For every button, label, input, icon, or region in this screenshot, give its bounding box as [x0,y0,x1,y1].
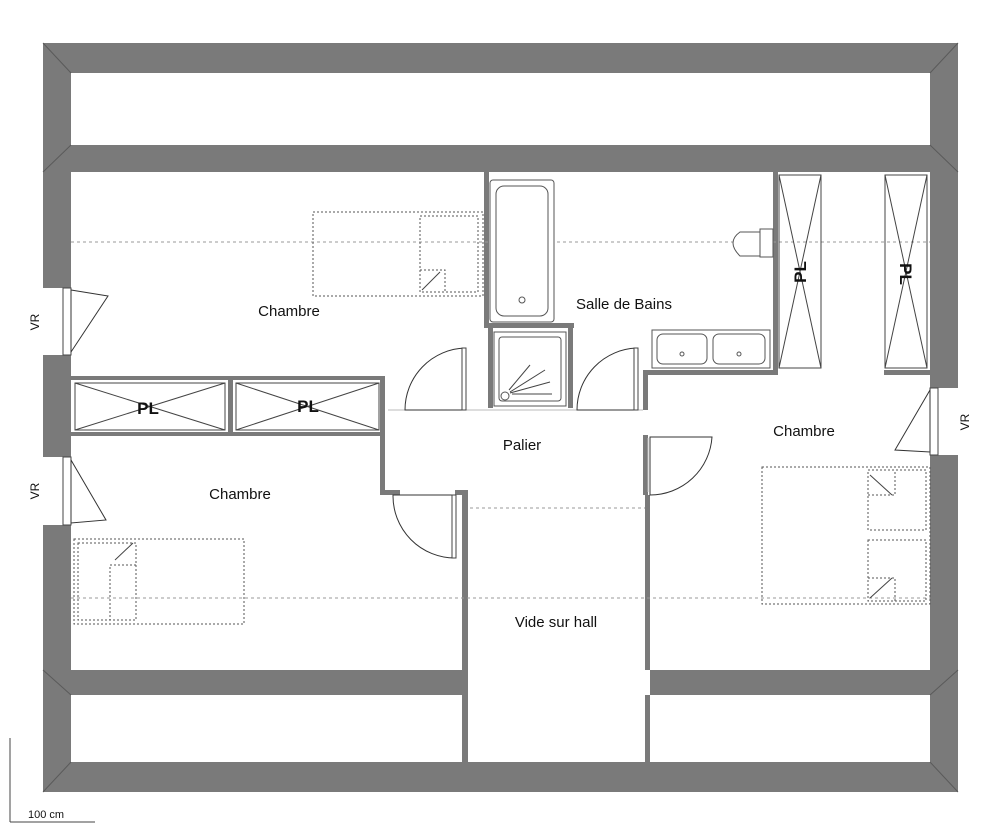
shutter-label-left-bottom: VR [28,482,42,499]
void-right-partition [645,495,650,670]
door-bedroom-left-bottom[interactable] [392,494,457,559]
bed-right [761,466,931,605]
room-label-bedroom-left-bottom: Chambre [209,486,271,503]
closet-right-2: PL [884,174,928,369]
room-label-bathroom: Salle de Bains [576,296,672,313]
double-vanity [651,329,771,369]
room-label-bedroom-left-top: Chambre [258,303,320,320]
closet-left-1: PL [74,382,226,431]
right-wall-upper [930,43,958,388]
shutter-label-left-top: VR [28,313,42,330]
closet-label-left-2: PL [297,397,319,416]
left-wall-middle [43,355,71,457]
bathtub [489,179,555,323]
knee-wall-top-left [71,145,488,172]
scale-label: 100 cm [28,809,64,821]
room-label-bedroom-right: Chambre [773,423,835,440]
shower [493,331,567,407]
right-closet-bottom [884,370,930,375]
landing-left-partition [380,378,385,495]
right-wall-lower [930,455,958,792]
door-bedroom-right[interactable] [649,436,713,496]
void-left-lower [462,695,468,762]
bathroom-left-partition [484,172,489,327]
shutter-label-right: VR [958,413,972,430]
knee-wall-top-right [488,145,930,172]
top-wall [43,43,958,73]
door-bathroom[interactable] [576,347,639,411]
closet-left-2: PL [235,382,380,431]
closet-label-left-1: PL [137,399,159,418]
bathroom-bottom-partition [643,370,778,375]
closet-right-1: PL [778,174,822,369]
room-label-landing: Palier [503,437,541,454]
interior-walls [71,172,930,762]
toilet [732,228,774,258]
void-right-lower [645,695,650,762]
bed-top-left [312,211,484,297]
shower-partition-left [488,328,493,408]
left-wall-lower [43,525,71,792]
bottom-wall [43,762,958,792]
landing-right-partition-mid [643,435,648,495]
window-left-bottom[interactable] [62,456,107,526]
closet-label-right-1: PL [791,261,810,283]
room-label-void: Vide sur hall [515,614,597,631]
landing-left-return [380,490,400,495]
left-wall-upper [43,43,71,288]
landing-right-partition-upper [643,370,648,410]
shower-partition-right [568,328,573,408]
bathroom-right-partition [773,172,778,375]
knee-wall-bottom-left [71,670,468,695]
window-right[interactable] [894,387,939,456]
exterior-walls [42,42,959,793]
void-left-partition [462,492,468,670]
scale-bar: 100 cm [9,738,95,823]
bed-bottom-left [73,538,245,625]
door-bedroom-left-top[interactable] [404,347,467,411]
landing-left-return-2 [455,490,468,495]
window-left-top[interactable] [62,287,109,356]
closet-divider [228,376,233,436]
closet-label-right-2: PL [896,263,915,285]
knee-wall-bottom-right [650,670,930,695]
tub-partition [484,323,574,328]
